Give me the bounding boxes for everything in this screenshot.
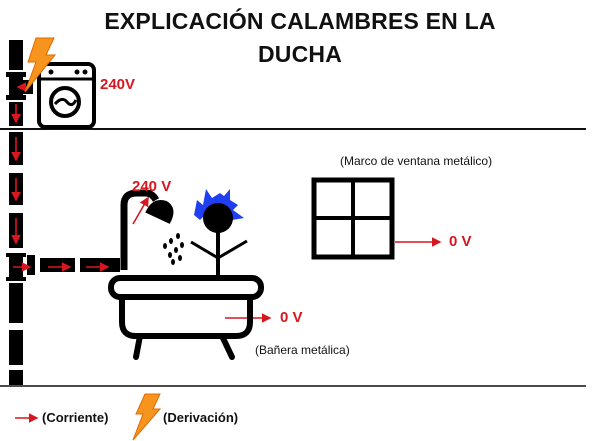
bath-voltage-label: 0 V bbox=[280, 309, 303, 326]
shower-icon bbox=[120, 189, 184, 270]
window-voltage-label: 0 V bbox=[449, 233, 472, 250]
legend-current-label: (Corriente) bbox=[42, 410, 109, 425]
window-frame-icon bbox=[311, 177, 395, 260]
vertical-pipe bbox=[6, 40, 35, 385]
washing-machine-icon bbox=[37, 62, 96, 129]
person-icon bbox=[190, 189, 248, 276]
shower-voltage-label: 240 V bbox=[132, 178, 172, 195]
window-caption: (Marco de ventana metálico) bbox=[340, 154, 493, 168]
bath-caption: (Bañera metálica) bbox=[255, 343, 350, 357]
washer-voltage-label: 240V bbox=[100, 76, 136, 93]
legend-lightning-icon bbox=[132, 393, 162, 441]
horizontal-pipe bbox=[40, 258, 120, 272]
bathtub-icon bbox=[108, 275, 264, 360]
page-title-line1: EXPLICACIÓN CALAMBRES EN LA bbox=[104, 8, 496, 34]
legend-leakage-label: (Derivación) bbox=[163, 410, 239, 425]
lightning-icon bbox=[24, 37, 57, 93]
page-title-line2: DUCHA bbox=[257, 41, 343, 67]
